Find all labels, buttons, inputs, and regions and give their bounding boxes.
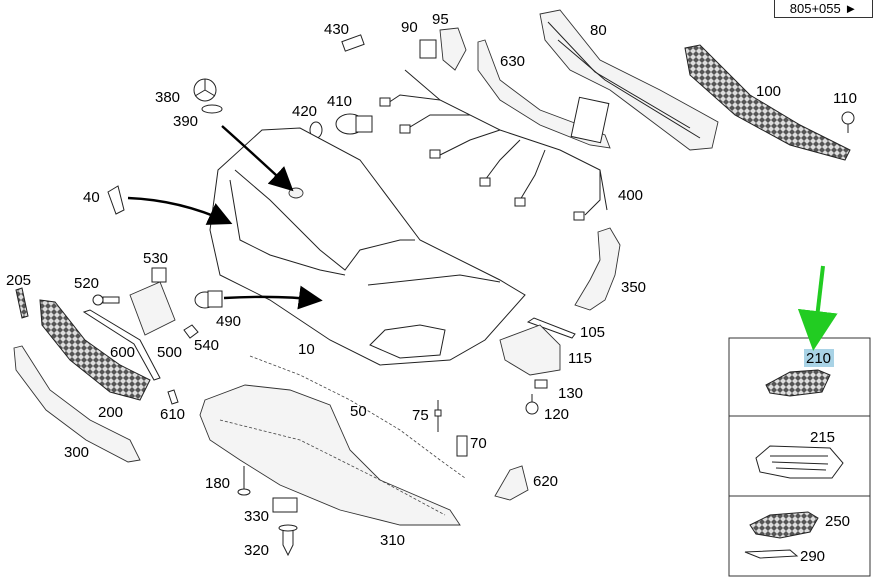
part-210-grille-insert[interactable] — [765, 369, 831, 397]
highlight-210 — [804, 349, 834, 367]
callout-105[interactable]: 105 — [580, 324, 605, 341]
part-390-emblem-ring[interactable] — [201, 104, 223, 114]
callout-610[interactable]: 610 — [160, 406, 185, 423]
part-100-trim[interactable] — [684, 44, 851, 161]
part-600-trim-strip[interactable] — [82, 309, 161, 381]
part-330-clip[interactable] — [272, 497, 298, 513]
part-430-clip[interactable] — [341, 34, 365, 52]
reference-text: 805+055 — [789, 1, 841, 16]
callout-100[interactable]: 100 — [756, 83, 781, 100]
part-630-strip[interactable] — [477, 39, 611, 149]
callout-540[interactable]: 540 — [194, 337, 219, 354]
part-215-fog-frame[interactable] — [755, 445, 844, 479]
part-115-bracket[interactable] — [499, 324, 561, 376]
guide-arrow-40 — [127, 196, 233, 225]
part-205-strip[interactable] — [15, 287, 29, 319]
callout-420[interactable]: 420 — [292, 103, 317, 120]
callout-70[interactable]: 70 — [470, 435, 487, 452]
callout-180[interactable]: 180 — [205, 475, 230, 492]
callout-320[interactable]: 320 — [244, 542, 269, 559]
guide-arrow-490 — [223, 285, 323, 310]
callout-410[interactable]: 410 — [327, 93, 352, 110]
pointer-arrow — [797, 265, 838, 351]
callout-50[interactable]: 50 — [350, 403, 367, 420]
part-90-module[interactable] — [419, 39, 437, 59]
part-380-emblem[interactable] — [193, 78, 217, 102]
part-500-plate-holder[interactable] — [129, 281, 176, 336]
part-95-bracket[interactable] — [439, 27, 467, 71]
callout-210[interactable]: 210 — [806, 350, 831, 367]
part-70-clip[interactable] — [456, 435, 468, 457]
callout-380[interactable]: 380 — [155, 89, 180, 106]
part-530-bracket[interactable] — [151, 267, 167, 283]
callout-labels: 430 90 95 80 630 100 110 380 390 420 410 40 400 530 20… — [6, 11, 857, 565]
callout-330[interactable]: 330 — [244, 508, 269, 525]
part-400-wiring-harness[interactable] — [379, 69, 608, 221]
callout-520[interactable]: 520 — [74, 275, 99, 292]
part-110-screw[interactable] — [841, 111, 855, 133]
callout-310[interactable]: 310 — [380, 532, 405, 549]
part-130-clip[interactable] — [534, 379, 548, 389]
callout-215[interactable]: 215 — [810, 429, 835, 446]
part-610-clip[interactable] — [167, 389, 179, 405]
part-290-trim-strip[interactable] — [744, 549, 799, 559]
callout-200[interactable]: 200 — [98, 404, 123, 421]
callout-90[interactable]: 90 — [401, 19, 418, 36]
callout-115[interactable]: 115 — [568, 350, 592, 367]
guide-arrow-380 — [221, 125, 294, 192]
part-200-grille[interactable] — [39, 299, 151, 401]
part-120-screw[interactable] — [525, 394, 539, 415]
part-350-bracket[interactable] — [574, 227, 621, 311]
callout-500[interactable]: 500 — [157, 344, 182, 361]
callout-300[interactable]: 300 — [64, 444, 89, 461]
callout-120[interactable]: 120 — [544, 406, 569, 423]
callout-250[interactable]: 250 — [825, 513, 850, 530]
part-75-pin[interactable] — [434, 400, 442, 432]
part-620-bracket[interactable] — [494, 465, 529, 501]
part-310-undertray[interactable] — [199, 384, 461, 526]
part-250-grille-insert[interactable] — [749, 511, 819, 539]
callout-205[interactable]: 205 — [6, 272, 31, 289]
callout-80[interactable]: 80 — [590, 22, 607, 39]
variant-panel-250-290[interactable] — [728, 495, 871, 577]
arrow-right-icon: ► — [844, 1, 858, 16]
callout-490[interactable]: 490 — [216, 313, 241, 330]
callout-600[interactable]: 600 — [110, 344, 135, 361]
part-520-bolt[interactable] — [92, 294, 120, 306]
part-300-lower-lip[interactable] — [13, 345, 141, 463]
part-320-screw[interactable] — [278, 524, 298, 557]
callout-290[interactable]: 290 — [800, 548, 825, 565]
callout-400[interactable]: 400 — [618, 187, 643, 204]
callout-10[interactable]: 10 — [298, 341, 315, 358]
reference-label[interactable]: 805+055 ► — [774, 0, 873, 18]
part-180-screw[interactable] — [237, 466, 251, 496]
callout-110[interactable]: 110 — [833, 90, 857, 107]
part-50-seal[interactable] — [249, 355, 466, 479]
part-490-sensor[interactable] — [194, 290, 223, 309]
callout-130[interactable]: 130 — [558, 385, 583, 402]
part-105-strip[interactable] — [526, 317, 576, 339]
callout-530[interactable]: 530 — [143, 250, 168, 267]
part-80-impact-beam[interactable] — [539, 9, 719, 151]
part-10-bumper-cover[interactable] — [209, 127, 526, 366]
callout-620[interactable]: 620 — [533, 473, 558, 490]
callout-75[interactable]: 75 — [412, 407, 429, 424]
part-540-nut[interactable] — [183, 324, 199, 339]
part-40-clip[interactable] — [107, 185, 125, 215]
callout-430[interactable]: 430 — [324, 21, 349, 38]
callout-40[interactable]: 40 — [83, 189, 100, 206]
callout-390[interactable]: 390 — [173, 113, 198, 130]
part-410-sensor[interactable] — [335, 113, 373, 135]
callout-95[interactable]: 95 — [432, 11, 449, 28]
callout-350[interactable]: 350 — [621, 279, 646, 296]
callout-630[interactable]: 630 — [500, 53, 525, 70]
